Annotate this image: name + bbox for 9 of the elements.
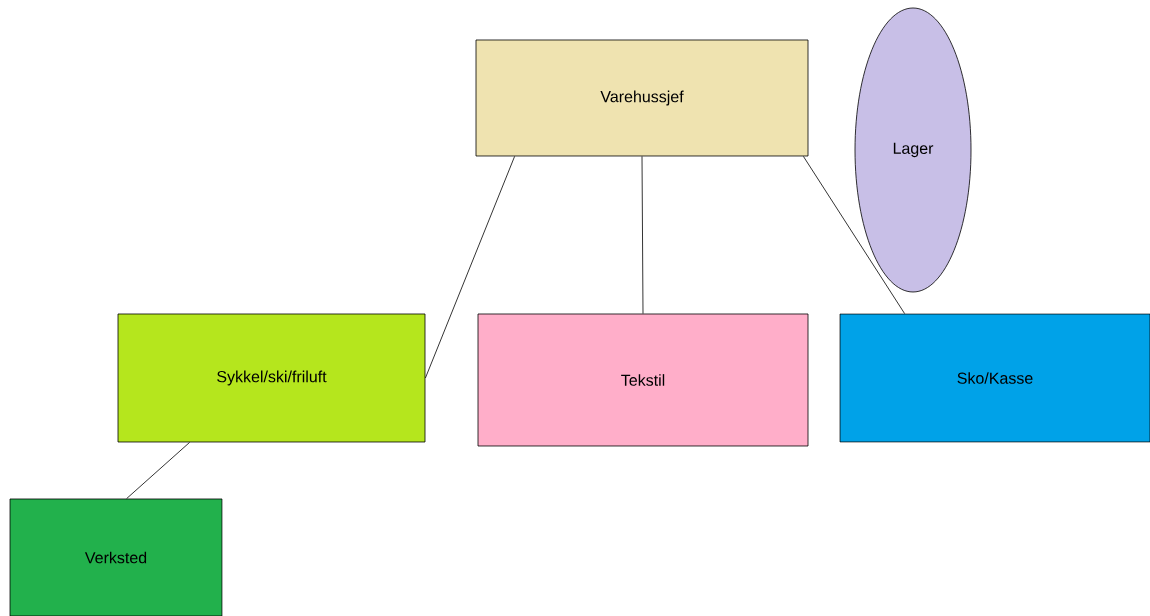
process-box: Sykkel/ski/friluft bbox=[117, 313, 426, 443]
process-box: Tekstil bbox=[477, 313, 809, 447]
process-box: Varehussjef bbox=[475, 39, 809, 157]
process-box: Sko/Kasse bbox=[839, 313, 1150, 443]
process-box: Verksted bbox=[9, 498, 223, 616]
connector-line bbox=[641, 156, 644, 314]
connector-line bbox=[126, 442, 190, 499]
connector-line bbox=[425, 156, 515, 379]
connector-line bbox=[803, 156, 905, 314]
